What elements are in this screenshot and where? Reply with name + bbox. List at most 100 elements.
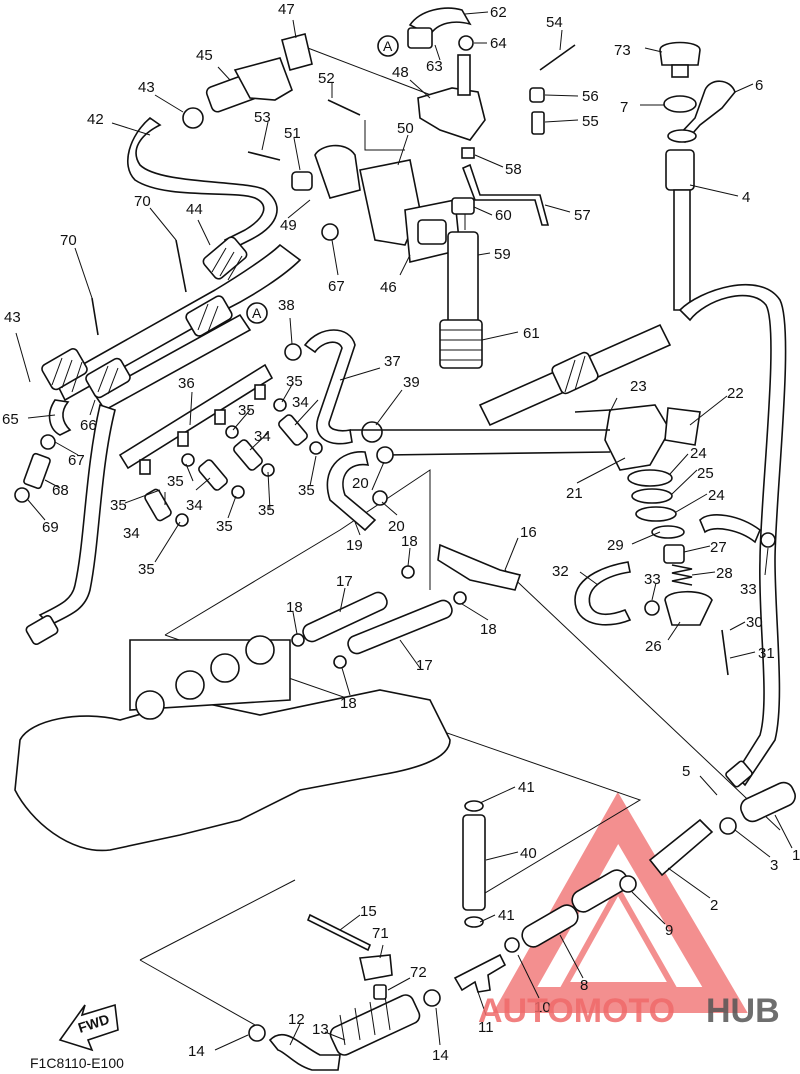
clamp-35-7	[309, 441, 323, 455]
clamp-69	[14, 487, 30, 503]
callout-66: 66	[80, 417, 97, 434]
callout-67a: 67	[328, 278, 345, 295]
watermark-triangle-inner	[559, 883, 678, 988]
callout-73: 73	[614, 42, 631, 59]
connector-a-mid-label: A	[252, 305, 262, 321]
drawing-code: F1C8110-E100	[30, 1055, 124, 1071]
callout-50: 50	[397, 120, 414, 137]
clamp-38	[284, 343, 302, 361]
neck-4	[665, 149, 695, 191]
pipe-20-link	[384, 451, 611, 456]
callout-15: 15	[360, 903, 377, 920]
rail-port-2	[177, 431, 189, 447]
callout-70b: 70	[60, 232, 77, 249]
callout-20a: 20	[352, 475, 369, 492]
clamp-35-5	[231, 485, 245, 499]
callout-32: 32	[552, 563, 569, 580]
rail-port-3	[214, 409, 226, 425]
callout-56: 56	[582, 88, 599, 105]
joint-16	[437, 543, 522, 591]
hose-19	[326, 451, 377, 532]
callout-30: 30	[746, 614, 763, 631]
port-2	[175, 670, 205, 700]
hose-long-left	[38, 403, 116, 626]
clamp-35-4	[273, 398, 287, 412]
callout-9: 9	[665, 922, 673, 939]
callout-14a: 14	[188, 1043, 205, 1060]
callout-35g: 35	[216, 518, 233, 535]
bellows-66-a	[185, 295, 233, 337]
callout-35c: 35	[238, 402, 255, 419]
bolt-53	[247, 151, 281, 161]
fitting-48	[417, 87, 486, 141]
callout-34a: 34	[123, 525, 140, 542]
hose-37	[303, 329, 356, 445]
clamp-67-top	[321, 223, 339, 241]
gasket-24a	[627, 469, 673, 487]
clamp-67	[40, 434, 56, 450]
callout-39: 39	[403, 374, 420, 391]
clamp-60	[451, 197, 475, 215]
bolt-31	[721, 629, 729, 676]
watermark-text-colored: AUTOMOTO	[478, 992, 675, 1030]
callout-72: 72	[410, 964, 427, 981]
cap-73-stem	[671, 64, 689, 78]
fwd-arrow: FWD	[58, 1003, 119, 1052]
bracket-71	[359, 954, 393, 981]
connector-a-top-label: A	[383, 38, 393, 54]
housing-26	[664, 590, 713, 626]
clamp-14b	[423, 989, 441, 1007]
clamp-18a	[401, 565, 415, 579]
port-3	[210, 653, 240, 683]
callout-24a: 24	[690, 445, 707, 462]
callout-42: 42	[87, 111, 104, 128]
callout-17a: 17	[336, 573, 353, 590]
callout-41b: 41	[498, 907, 515, 924]
callout-34c: 34	[254, 428, 271, 445]
fitting-49-body	[314, 144, 361, 199]
callout-69: 69	[42, 519, 59, 536]
callout-49: 49	[280, 217, 297, 234]
connector-a-top: A	[377, 35, 399, 57]
callout-35b: 35	[167, 473, 184, 490]
callout-18b: 18	[480, 621, 497, 638]
bellows-44-upper	[202, 236, 248, 281]
clamp-35-1	[175, 513, 189, 527]
clamp-35-3	[225, 425, 239, 439]
pipe-40	[462, 814, 486, 911]
leader-lines	[15, 11, 793, 1051]
callout-67b: 67	[68, 452, 85, 469]
callout-26: 26	[645, 638, 662, 655]
callout-58: 58	[505, 161, 522, 178]
callout-71: 71	[372, 925, 389, 942]
callout-68: 68	[52, 482, 69, 499]
callout-44: 44	[186, 201, 203, 218]
callout-47: 47	[278, 1, 295, 18]
callout-62: 62	[490, 4, 507, 21]
misc-left-parts	[14, 239, 187, 503]
clamp-18c	[291, 633, 305, 647]
hose-17b	[347, 599, 453, 655]
top-fittings	[182, 7, 576, 369]
manifold-assembly	[14, 543, 522, 852]
callout-18a: 18	[401, 533, 418, 550]
callout-33a: 33	[644, 571, 661, 588]
callout-59: 59	[494, 246, 511, 263]
callout-43b: 43	[4, 309, 21, 326]
bolt-72	[373, 984, 387, 1000]
rail-port-4	[254, 384, 266, 400]
callout-3: 3	[770, 857, 778, 874]
clamp-20b	[372, 490, 388, 506]
callout-20b: 20	[388, 518, 405, 535]
left-hose-assembly	[25, 116, 302, 645]
callout-54: 54	[546, 14, 563, 31]
lower-left-assembly	[248, 913, 441, 1071]
callout-60: 60	[495, 207, 512, 224]
spring-28	[671, 564, 693, 586]
callout-38: 38	[278, 297, 295, 314]
cap-73	[659, 41, 701, 66]
callout-35f: 35	[258, 502, 275, 519]
port-1	[135, 690, 165, 720]
clamp-64	[458, 35, 474, 51]
